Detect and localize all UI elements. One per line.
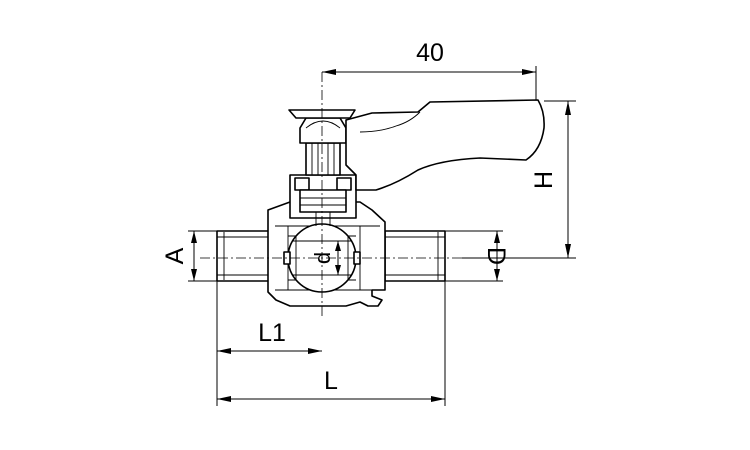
left-threaded-end <box>216 230 276 282</box>
thread-a-label: A <box>161 247 189 264</box>
dimension-height: H <box>462 100 576 259</box>
handle-hub <box>299 117 347 144</box>
overall-length-label: L <box>324 367 338 395</box>
dimension-handle-length: 40 <box>322 39 537 100</box>
dimension-thread-d: D <box>445 230 510 282</box>
thread-d-label: D <box>482 247 510 265</box>
stem <box>305 142 341 176</box>
handle-length-label: 40 <box>416 39 444 67</box>
dimension-thread-a: A <box>161 230 217 282</box>
dimension-half-length: L1 <box>216 281 322 406</box>
height-label: H <box>530 171 558 189</box>
dimension-overall-length: L <box>217 281 446 406</box>
bore-label: d <box>310 252 335 264</box>
dimension-bore: d <box>310 241 341 275</box>
lever-handle <box>345 99 545 191</box>
half-length-label: L1 <box>258 319 286 347</box>
stem-assembly <box>288 109 357 226</box>
right-threaded-end <box>384 230 446 282</box>
